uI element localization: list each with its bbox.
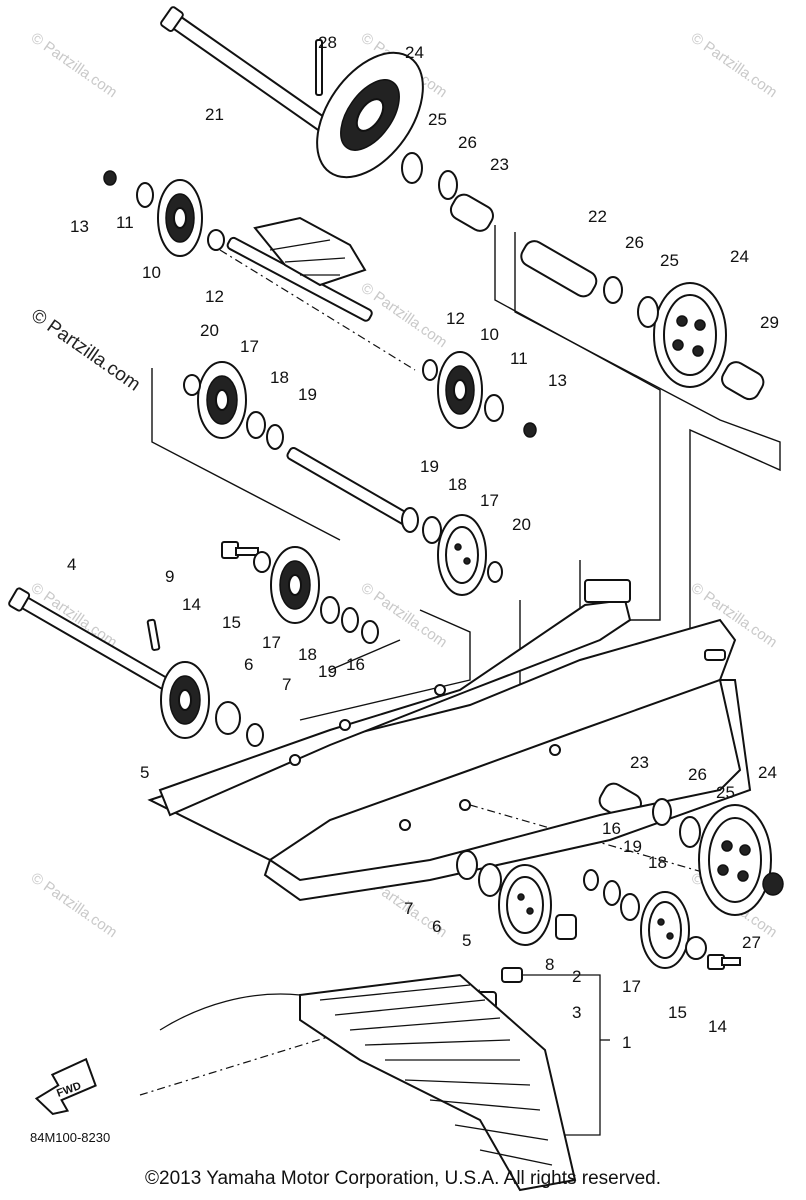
front-axle-4 [8,587,170,690]
small-wheels [157,179,690,969]
wheel-17d [640,891,690,969]
part-number-25b: 25 [660,251,679,270]
part-number-15b: 15 [668,1003,687,1022]
part-number-24a: 24 [405,43,424,62]
part-number-2: 2 [572,967,581,986]
part-number-13b: 13 [548,371,567,390]
wheel-10a [157,179,203,257]
part-number-26a: 26 [458,133,477,152]
wheel-10b [437,351,483,429]
rear-wheel-24c [698,804,772,916]
collar-23a [449,193,494,232]
bolt-14b [707,954,741,970]
part-number-9: 9 [165,567,174,586]
part-number-29: 29 [760,313,779,332]
part-number-19a: 19 [298,385,317,404]
part-number-20b: 20 [512,515,531,534]
slide-rails [147,579,752,902]
rear-wheel-24b [653,282,727,388]
part-number-16a: 16 [346,655,365,674]
part-number-7a: 7 [282,675,291,694]
diagram-code: 84M100-8230 [30,1130,110,1145]
part-number-18c: 18 [298,645,317,664]
part-number-26c: 26 [688,765,707,784]
part-number-17a: 17 [240,337,259,356]
part-number-18d: 18 [648,853,667,872]
wheel-5a [160,661,210,739]
part-number-8: 8 [545,955,554,974]
part-number-24c: 24 [758,763,777,782]
part-number-24b: 24 [730,247,749,266]
bracket-assembly [253,216,367,287]
part-number-28: 28 [318,33,337,52]
part-number-21: 21 [205,105,224,124]
part-number-12a: 12 [205,287,224,306]
part-number-1: 1 [622,1033,631,1052]
part-number-19b: 19 [420,457,439,476]
part-number-19c: 19 [318,662,337,681]
part-number-27: 27 [742,933,761,952]
part-number-23b: 23 [630,753,649,772]
copyright-notice: ©2013 Yamaha Motor Corporation, U.S.A. A… [145,1168,661,1189]
part-number-13a: 13 [70,217,89,236]
collar-29 [721,361,765,401]
part-number-11a: 11 [116,213,134,232]
rear-wheel-24a [316,51,424,179]
shafts [8,6,765,822]
part-number-10b: 10 [480,325,499,344]
part-number-7b: 7 [404,899,413,918]
wheel-17b [437,514,487,596]
watermark: © Partzilla.com [688,29,781,101]
part-number-17b: 17 [480,491,499,510]
part-number-26b: 26 [625,233,644,252]
part-number-18a: 18 [270,368,289,387]
part-number-17d: 17 [622,977,641,996]
part-number-10a: 10 [142,263,161,282]
bolt-14a [221,541,259,559]
part-number-12b: 12 [446,309,465,328]
part-number-17c: 17 [262,633,281,652]
idler-wheels [316,51,772,916]
part-number-19d: 19 [623,837,642,856]
part-number-4: 4 [67,555,76,574]
wheel-5b [498,864,552,946]
part-number-5b: 5 [462,931,471,950]
part-number-5a: 5 [140,763,149,782]
part-number-14a: 14 [182,595,201,614]
watermark: © Partzilla.com [28,29,121,101]
part-number-25c: 25 [716,783,735,802]
collar-22 [520,240,598,298]
part-number-20a: 20 [200,321,219,340]
part-number-18b: 18 [448,475,467,494]
side-watermark: © Partzilla.com [27,305,144,396]
track [159,973,577,1192]
part-number-11b: 11 [510,349,528,368]
fwd-arrow: FWD [34,1057,97,1116]
watermark: © Partzilla.com [28,869,121,941]
part-number-6b: 6 [432,917,441,936]
part-number-23a: 23 [490,155,509,174]
part-number-16b: 16 [602,819,621,838]
middle-shaft [286,447,413,527]
part-number-3: 3 [572,1003,581,1022]
part-number-22: 22 [588,207,607,226]
part-number-25a: 25 [428,110,447,129]
small-parts [103,39,784,1009]
part-number-14b: 14 [708,1017,727,1036]
part-number-15a: 15 [222,613,241,632]
part-number-6a: 6 [244,655,253,674]
wheel-17c [270,546,320,624]
wheel-17a [197,361,247,439]
